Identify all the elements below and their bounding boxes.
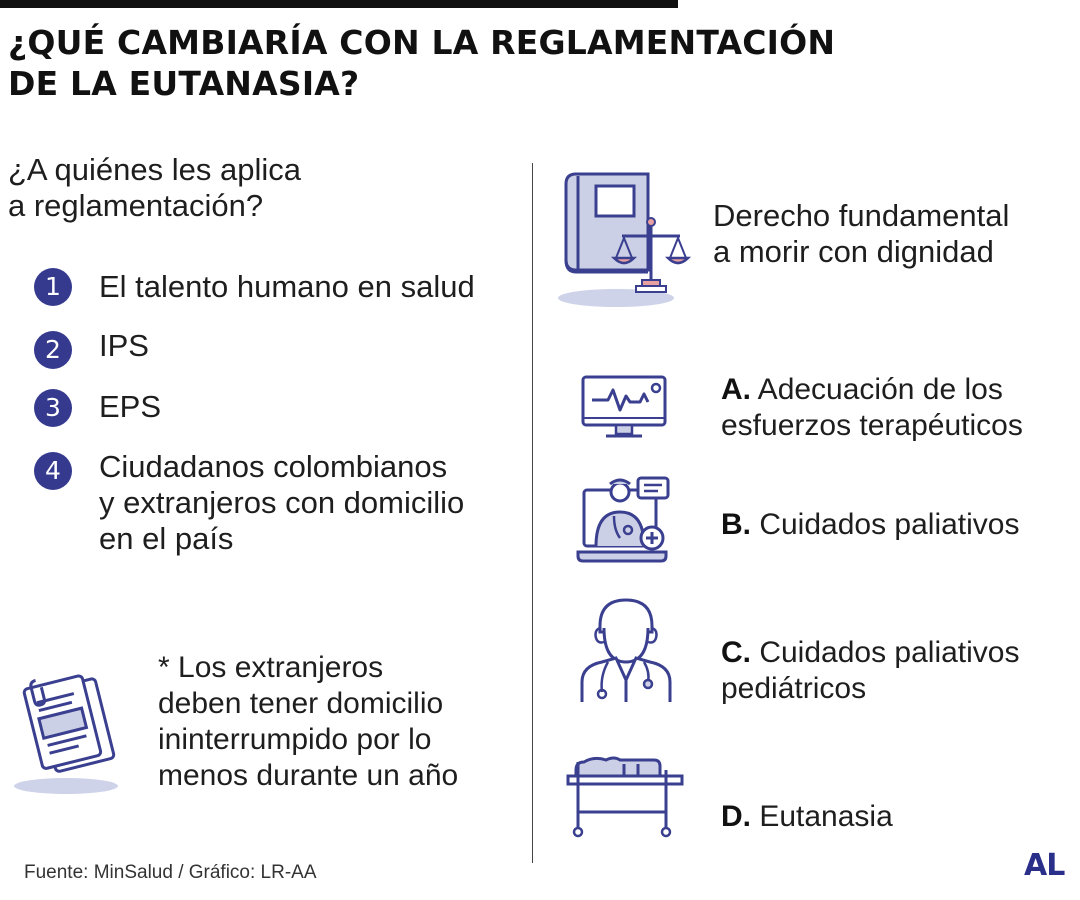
brand-logo: AL [1024,848,1065,883]
documents-icon [14,674,118,794]
column-divider [532,163,533,863]
option-c-line-2: pediátricos [721,672,867,705]
left-heading: ¿A quiénes les aplica a reglamentación? [8,152,301,224]
note-line-3: ininterrumpido por lo [158,723,432,756]
option-d-line-1: Eutanasia [751,800,893,833]
option-a-line-1: Adecuación de los [751,373,1003,406]
foreigners-note: * Los extranjeros deben tener domicilio … [158,650,458,794]
note-line-4: menos durante un año [158,759,459,792]
source-credit: Fuente: MinSalud / Gráfico: LR-AA [24,862,317,883]
number-badge-2: 2 [34,331,72,369]
option-b-line-1: Cuidados paliativos [751,508,1020,541]
list-item-1-line-1: El talento humano en salud [99,269,475,304]
title-line-2: DE LA EUTANASIA? [8,64,360,103]
option-d: D. Eutanasia [721,799,893,835]
page-title: ¿QUÉ CAMBIARÍA CON LA REGLAMENTACIÓN DE … [8,22,908,104]
list-item-2-line-1: IPS [99,328,149,363]
number-badge-1: 1 [34,268,72,306]
option-c-letter: C. [721,636,751,669]
title-line-1: ¿QUÉ CAMBIARÍA CON LA REGLAMENTACIÓN [8,23,836,62]
list-item-4-text: Ciudadanos colombianos y extranjeros con… [99,449,464,557]
number-badge-4: 4 [34,452,72,490]
right-heading: Derecho fundamental a morir con dignidad [713,198,1009,270]
right-heading-line-2: a morir con dignidad [713,234,994,269]
list-item-3-line-1: EPS [99,389,162,424]
note-line-2: deben tener domicilio [158,687,444,720]
hospital-bed-icon [566,756,684,838]
option-a: A. Adecuación de los esfuerzos terapéuti… [721,372,1023,444]
law-book-scales-icon [558,172,692,307]
option-b-letter: B. [721,508,751,541]
option-a-letter: A. [721,373,751,406]
list-item-2-text: IPS [99,328,149,364]
option-c: C. Cuidados paliativos pediátricos [721,635,1020,707]
telemedicine-doctor-icon [576,476,670,563]
heart-monitor-icon [581,375,667,438]
list-item-1-text: El talento humano en salud [99,269,475,305]
option-a-line-2: esfuerzos terapéuticos [721,409,1023,442]
option-b: B. Cuidados paliativos [721,507,1020,543]
top-rule [0,0,678,8]
option-d-letter: D. [721,800,751,833]
list-item-4-line-1: Ciudadanos colombianos [99,449,448,484]
note-line-1: * Los extranjeros [158,651,384,684]
list-item-4-line-3: en el país [99,521,234,556]
right-heading-line-1: Derecho fundamental [713,198,1010,233]
doctor-icon [580,598,672,702]
left-heading-line-2: a reglamentación? [8,188,264,223]
number-badge-3: 3 [34,389,72,427]
left-heading-line-1: ¿A quiénes les aplica [8,152,301,187]
list-item-3-text: EPS [99,389,161,425]
option-c-line-1: Cuidados paliativos [751,636,1020,669]
list-item-4-line-2: y extranjeros con domicilio [99,485,465,520]
